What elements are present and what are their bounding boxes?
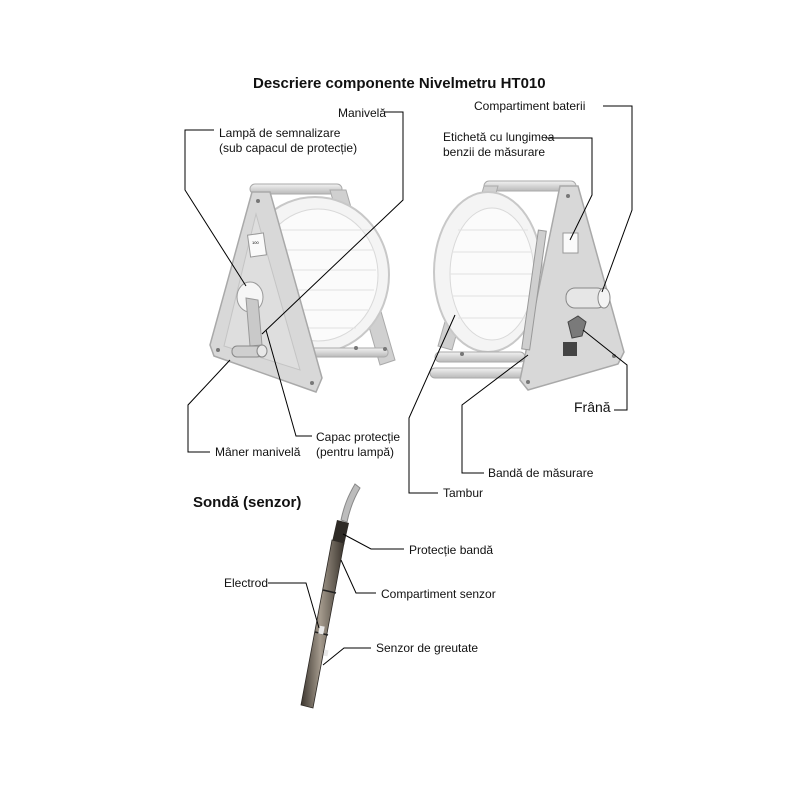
label-capac-line2: (pentru lampă) (316, 445, 395, 459)
label-electrod: Electrod (224, 576, 269, 590)
label-eticheta-line2: benzii de măsurare (443, 145, 546, 159)
left-reel: 100 (209, 183, 396, 393)
label-eticheta-line1: Etichetă cu lungimea (443, 130, 555, 144)
label-frana: Frână (574, 399, 611, 415)
leader-lines (184, 105, 633, 666)
label-manivela: Manivelă (338, 106, 387, 120)
label-banda-masurare: Bandă de măsurare (488, 466, 594, 480)
label-lampa-line1: Lampă de semnalizare (219, 126, 341, 140)
page-title: Descriere componente Nivelmetru HT010 (253, 75, 546, 92)
svg-text:100: 100 (252, 240, 259, 245)
label-compartiment-baterii: Compartiment baterii (474, 99, 586, 113)
label-protectie-banda: Protecție bandă (409, 543, 494, 557)
label-tambur: Tambur (443, 486, 484, 500)
probe-section-title: Sondă (senzor) (193, 494, 302, 511)
probe-image (300, 483, 361, 709)
label-lampa-line2: (sub capacul de protecție) (219, 141, 358, 155)
label-capac-line1: Capac protecție (316, 430, 401, 444)
label-senzor-greutate: Senzor de greutate (376, 641, 479, 655)
right-reel (429, 180, 625, 391)
label-compartiment-senzor: Compartiment senzor (381, 587, 496, 601)
label-maner-manivela: Mâner manivelă (215, 445, 301, 459)
